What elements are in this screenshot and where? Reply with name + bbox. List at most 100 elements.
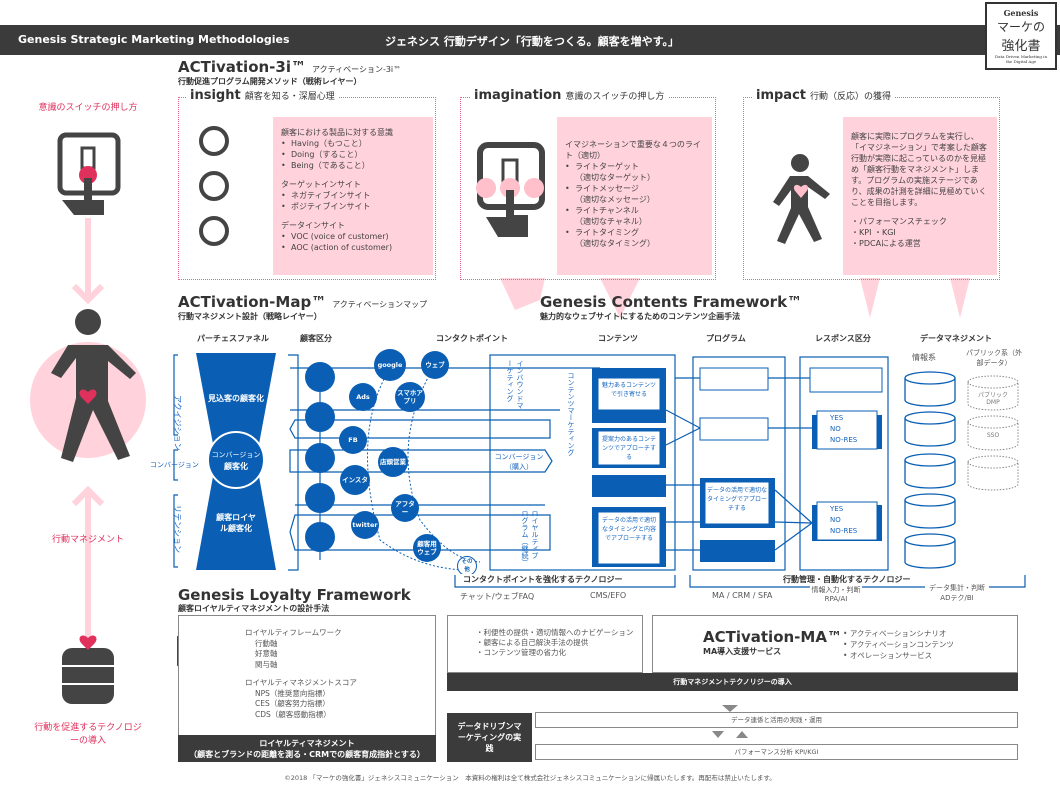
activation-map-subtitle: 行動マネジメント設計（戦略レイヤー） [178,312,322,321]
item-main: ライトタイミング [575,228,639,237]
list-item: ネガティブインサイト [281,190,425,201]
imagination-content: イマジネーションで重要な４つのライト（適切） ライトターゲット（適切なターゲット… [557,117,712,275]
insight-title: insight [190,88,241,103]
activation-3i-kana: アクティベーション-3i™ [312,65,402,74]
database-icons [904,371,956,569]
response-yes: YES [830,414,844,422]
logo-tagline: Data Driven Marketing in the Digital Age [994,54,1048,64]
impact-walker-icon [773,154,830,244]
item-sub: （適切なメッセージ） [575,195,655,204]
contact-point-circle: twitter [351,511,379,539]
contact-point-circle: ウェブ [421,351,449,379]
stage-conversion: コンバージョン [150,461,199,469]
flow-conversion: コンバージョン（購入） [494,453,544,471]
funnel-customer: 顧客化 [224,462,248,471]
contact-point-circle: アフター [391,494,419,522]
column-header: コンタクトポイント [436,334,508,343]
response-no: NO [830,425,841,433]
technology-label: 行動を促進するテクノロジーの導入 [34,723,142,746]
loyalty-footer-line2: （顧客とブランドの距離を測る・CRMでの顧客育成指針とする） [189,750,425,759]
contact-point-circle: Ads [349,383,377,411]
contact-point-circle: FB [339,426,367,454]
activation-map-kana: アクティベーションマップ [332,300,428,309]
tech-left-item: CMS/EFO [590,591,627,600]
activation-3i-title-text: ACTivation-3i™ [178,58,306,76]
activation-ma-box: ACTivation-MA™ MA導入支援サービス • アクティベーションシナリ… [652,615,1018,673]
stage-acquisition: アクイジション [173,395,182,451]
list-item: 関与軸 [255,659,278,669]
stage-retention: リテンション [173,505,182,553]
insight-subtitle: 顧客を知る・深層心理 [244,92,335,102]
response-no: NO [830,516,841,524]
program-data: データの活用で適切なタイミングでアプローチする [707,487,768,512]
response-yes: YES [830,505,844,513]
insight-group2-title: ターゲットインサイト [281,180,361,189]
list-item: ・顧客による自己解決手法の提供 [476,638,589,647]
insight-content: 顧客における製品に対する意識 Having（もつこと）Doing（すること）Be… [273,117,433,275]
response-nores: NO-RES [830,436,858,444]
list-item: AOC (action of customer) [281,242,425,253]
loyalty-box: ロイヤルティフレームワーク 行動軸 好意軸 関与軸 ロイヤルティマネジメントスコ… [178,615,436,737]
list-item: 行動軸 [255,638,278,648]
list-item: ・パフォーマンスチェック [851,217,947,226]
flow-loyalty: ロイヤルティプログラム（継続） [521,510,539,566]
funnel-loyal: 顧客ロイヤル顧客化 [216,513,256,533]
benefits-box: ・利便性の提供・適切情報へのナビゲーション ・顧客による自己解決手法の提供 ・コ… [447,615,643,673]
data-driven-row: データ連係と活用の実践・運用 [535,712,1018,728]
logo-brand: Genesis [1003,8,1039,18]
response-nores: NO-RES [830,527,858,535]
insight-group3-title: データインサイト [281,221,345,230]
list-item: ライトチャンネル （適切なチャネル） [565,205,704,227]
item-main: ライトメッセージ [575,184,639,193]
item-sub: （適切なチャネル） [575,217,647,226]
list-item: ・利便性の提供・適切情報へのナビゲーション [476,628,634,637]
imagination-title: imagination [474,88,562,103]
activation-3i-title: ACTivation-3i™ アクティベーション-3i™ [178,58,401,76]
face-icons [199,126,229,246]
impact-body: 顧客に実際にプログラムを実行し、「イマジネーション」で考案した顧客行動が実際に起… [851,132,987,207]
loyalty-group2-title: ロイヤルティマネジメントスコア [245,678,357,687]
logo-line1: マーケの [996,20,1045,34]
list-item: Having（もつこと） [281,138,425,149]
impact-subtitle: 行動（反応）の獲得 [810,92,892,102]
flow-inbound: インバウンドマーケティング [506,360,524,409]
content-data: データの活用で適切なタイミングと内容でアプローチする [601,517,656,542]
loyalty-footer: ロイヤルティマネジメント （顧客とブランドの距離を測る・CRMでの顧客育成指針と… [178,735,436,762]
header-center-title: ジェネシス 行動デザイン「行動をつくる。顧客を増やす。」 [385,35,680,48]
item-main: ライトターゲット [575,162,639,171]
contents-framework-subtitle: 魅力的なウェブサイトにするためのコンテンツ企画手法 [540,312,741,321]
item-sub: （適切なターゲット） [575,173,655,182]
item-sub: （適切なタイミング） [575,239,655,248]
switch-label: 意識のスイッチの押し方 [38,103,138,113]
item-main: ライトチャンネル [575,206,639,215]
column-header: プログラム [706,334,746,343]
content-attract: 魅力あるコンテンツで引き寄せる [601,382,656,398]
list-item: CES（顧客努力指標） [255,699,330,708]
response-list-1: YES NO NO-RES [830,413,857,446]
walking-person-icon [51,309,136,462]
loyalty-subtitle: 顧客ロイヤルティマネジメントの設計手法 [178,604,330,613]
list-item: • アクティベーションコンテンツ [843,640,954,649]
tech-right-item: MA / CRM / SFA [712,591,773,600]
list-item: • アクティベーションシナリオ [843,629,947,638]
contents-framework-title: Genesis Contents Framework™ [540,293,803,311]
column-header: パーチェスファネル [197,334,269,343]
funnel-conversion: コンバージョン [211,451,261,459]
book-logo: Genesis マーケの 強化書 Data Driven Marketing i… [985,2,1057,70]
contact-point-circle: 顧客用ウェブ [413,534,441,562]
tech-right-item: データ集計・判断 ADテク/BI [925,583,989,603]
impact-content: 顧客に実際にプログラムを実行し、「イマジネーション」で考案した顧客行動が実際に起… [843,117,997,275]
list-item: ・PDCAによる運営 [851,239,921,248]
list-item: ポジティブインサイト [281,201,425,212]
header-left-title: Genesis Strategic Marketing Methodologie… [18,33,290,46]
column-header: レスポンス区分 [815,334,871,343]
activation-ma-title: ACTivation-MA™ [703,628,842,646]
tech-introduction-bar: 行動マネジメントテクノリジーの導入 [447,673,1018,691]
imagination-subtitle: 意識のスイッチの押し方 [565,92,665,102]
contact-point-circle: スマホアプリ [395,382,425,412]
ma-item: アクティベーションコンテンツ [849,640,954,649]
ma-item: アクティベーションシナリオ [849,629,947,638]
behavior-management-label: 行動マネジメント [51,535,124,545]
tech-right-title: 行動管理・自動化するテクノロジー [780,574,914,585]
